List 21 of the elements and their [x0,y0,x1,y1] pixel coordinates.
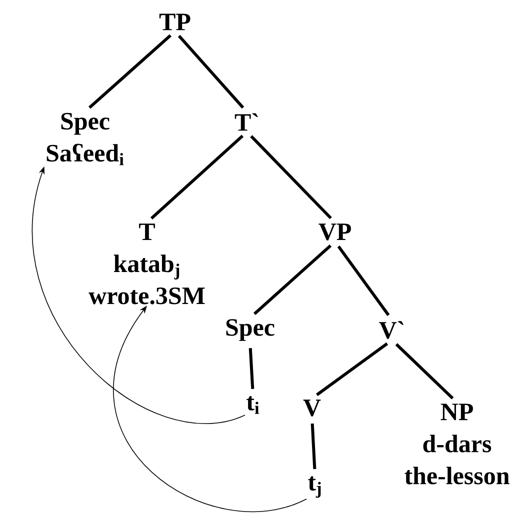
tree-label: T` [234,113,258,131]
tree-label: TP [159,14,190,30]
branch-line [178,34,244,109]
branch-line [250,135,332,220]
branch-line [88,34,172,109]
tree-label: t$_{i}$ [246,396,260,414]
branch-line [150,134,244,220]
tree-label: VP [318,224,351,240]
tree-label: Spec [226,319,274,341]
branch-line [337,246,390,316]
tree-label: t$_{j}$ [308,476,321,498]
tree-label: V` [379,321,404,339]
tree-label: V [303,400,321,416]
tree-label: T katab$_{j}$ wrote.3SM [88,224,205,304]
tree-label: Spec Saʕeed$_{i}$ [46,112,124,166]
branch-line [316,342,388,396]
branch-line [248,348,254,389]
branch-line [253,244,332,315]
tree-label: NP d-dars the-lesson [404,404,510,484]
branch-line [310,423,316,470]
branch-line [395,343,454,400]
